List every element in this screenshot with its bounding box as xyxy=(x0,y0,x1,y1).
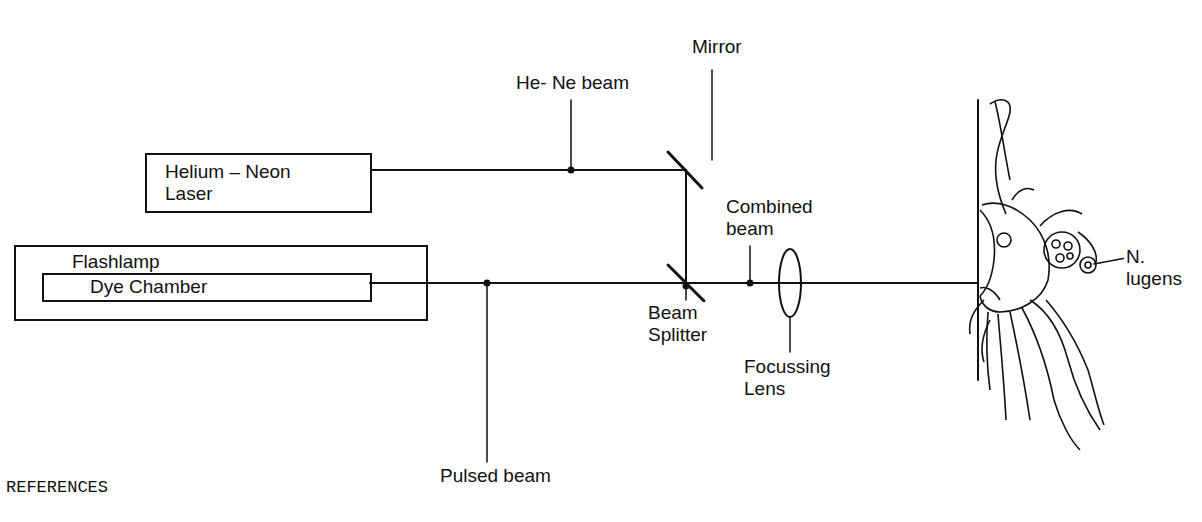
part-name: Mirror xyxy=(690,36,744,58)
node-label: Dye Chamber xyxy=(90,276,207,298)
beam-label: He- Ne beam xyxy=(514,72,631,94)
leader-dot xyxy=(748,281,753,286)
pulsed-beam xyxy=(370,282,978,284)
node-label: Flashlamp xyxy=(72,251,160,273)
flashlamp-box: FlashlampDye Chamber xyxy=(14,245,428,321)
leader-dot xyxy=(684,284,689,289)
mount-plate xyxy=(977,100,979,380)
species-name: N. lugens xyxy=(1124,246,1198,290)
leader-line xyxy=(711,70,713,160)
laser-box: Helium – Neon Laser xyxy=(145,153,372,213)
dye-chamber-box: Dye Chamber xyxy=(42,273,372,302)
insect-illustration xyxy=(970,100,1104,450)
part-name: Focussing Lens xyxy=(742,356,846,400)
reflected-beam xyxy=(685,170,687,283)
section-heading: REFERENCES xyxy=(4,478,110,498)
beam-label: Combined beam xyxy=(724,196,858,240)
leader-line xyxy=(749,246,751,283)
beam-label: Pulsed beam xyxy=(438,465,553,487)
leader-dot xyxy=(569,168,574,173)
beam-splitter xyxy=(668,265,704,301)
leader-dot xyxy=(485,281,490,286)
leader-line xyxy=(486,283,488,462)
leader-line xyxy=(789,318,791,352)
part-name: Beam Splitter xyxy=(646,302,740,346)
leader-line xyxy=(570,100,572,170)
leader-line xyxy=(1094,258,1126,264)
focussing-lens xyxy=(779,249,801,317)
he-ne-beam xyxy=(372,169,686,171)
node-label: Helium – Neon Laser xyxy=(165,161,315,205)
leader-line xyxy=(685,288,687,300)
